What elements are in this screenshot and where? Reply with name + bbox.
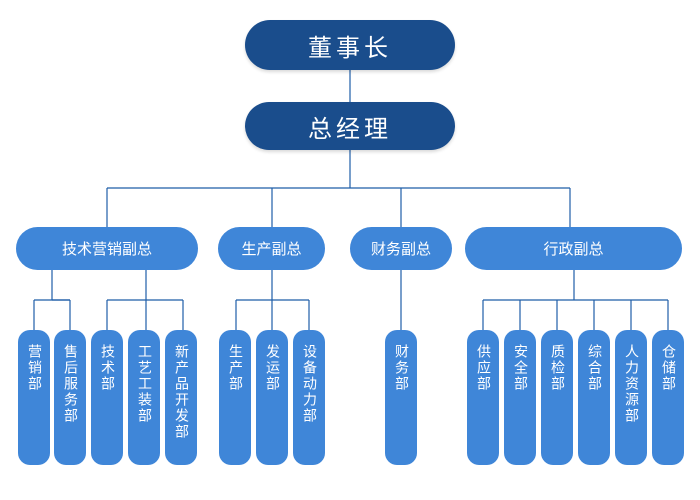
chairman-node: 董事长 [245,20,455,70]
vp-tech-marketing: 技术营销副总 [16,227,198,270]
dept-production: 生产部 [219,330,251,465]
dept-supply: 供应部 [467,330,499,465]
general-manager-node: 总经理 [245,102,455,150]
vp-finance: 财务副总 [350,227,452,270]
dept-technology: 技术部 [91,330,123,465]
vp-administration: 行政副总 [465,227,682,270]
dept-marketing: 营销部 [18,330,50,465]
dept-human-resources: 人力资源部 [615,330,647,465]
dept-after-sales: 售后服务部 [54,330,86,465]
dept-warehousing: 仓储部 [652,330,684,465]
dept-shipping: 发运部 [256,330,288,465]
dept-safety: 安全部 [504,330,536,465]
dept-equipment-power: 设备动力部 [293,330,325,465]
dept-new-product-dev: 新产品开发部 [165,330,197,465]
vp-production: 生产副总 [218,227,325,270]
dept-finance: 财务部 [385,330,417,465]
dept-general-affairs: 综合部 [578,330,610,465]
dept-process-tooling: 工艺工装部 [128,330,160,465]
dept-quality-inspection: 质检部 [541,330,573,465]
